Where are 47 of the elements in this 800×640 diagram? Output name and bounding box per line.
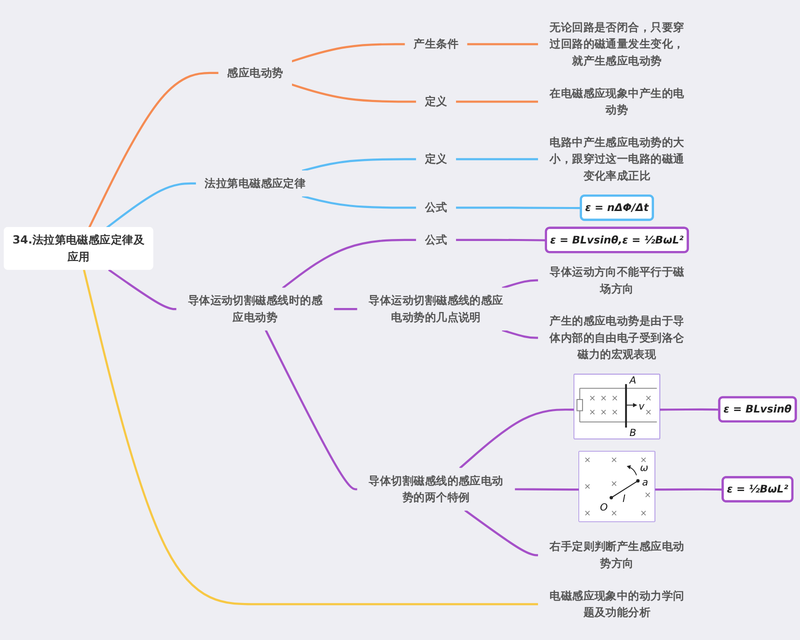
node-text: 右手定则判断产生感应电动势方向	[550, 540, 684, 570]
connector	[302, 158, 416, 172]
node-text: 在电磁感应现象中产生的电动势	[550, 86, 684, 116]
connector	[82, 270, 538, 606]
point-label: O	[600, 502, 608, 514]
node-text: 公式	[424, 232, 448, 246]
node-text: 感应电动势	[227, 66, 284, 80]
node-text: 导体运动切割磁感线时的感应电动势	[188, 294, 322, 324]
point-label: l	[622, 494, 626, 505]
point-label: a	[642, 478, 648, 489]
connector	[282, 238, 416, 289]
connector	[660, 408, 720, 411]
node-text: 产生条件	[414, 37, 458, 50]
connector	[291, 43, 406, 62]
connector	[456, 100, 538, 103]
node-text: 导体运动切割磁感线的感应电动势的几点说明	[368, 294, 504, 324]
point-label: B	[630, 428, 636, 439]
node-text: 定义	[424, 94, 448, 108]
point-label: ω	[640, 463, 648, 474]
node-text: 导体运动方向不能平行于磁场方向	[550, 264, 684, 296]
connector	[291, 84, 416, 103]
connector	[88, 72, 219, 228]
connector	[459, 408, 574, 470]
connector	[106, 182, 196, 229]
connector	[466, 43, 538, 46]
node-text: 导体切割磁感线的感应电动势的两个特例	[368, 474, 504, 504]
connector	[456, 158, 538, 160]
connector	[502, 279, 538, 290]
connector	[334, 308, 358, 310]
connector	[456, 238, 546, 242]
point-label: v	[638, 401, 644, 412]
point-label: A	[630, 375, 636, 386]
connector	[514, 488, 580, 491]
node-text: 电磁感应现象中的动力学问题及功能分析	[550, 588, 684, 619]
connector	[502, 329, 538, 339]
connector	[264, 330, 358, 490]
connector	[464, 509, 538, 556]
connector	[456, 206, 582, 210]
connector	[108, 268, 177, 310]
node-text: 产生的感应电动势是由于导体内部的自由电子受到洛仑磁力的宏观表现	[550, 314, 684, 361]
connector	[655, 488, 724, 491]
node-text: 公式	[424, 200, 448, 214]
node-text: 无论回路是否闭合，只要穿过回路的磁通量发生变化，就产生感应电动势	[550, 20, 684, 68]
node-text: 电路中产生感应电动势的大小，跟穿过这一电路的磁通变化率成正比	[550, 135, 684, 182]
node-text: 定义	[424, 152, 448, 166]
node-text: 法拉第电磁感应定律	[204, 176, 306, 190]
connector	[302, 195, 416, 209]
